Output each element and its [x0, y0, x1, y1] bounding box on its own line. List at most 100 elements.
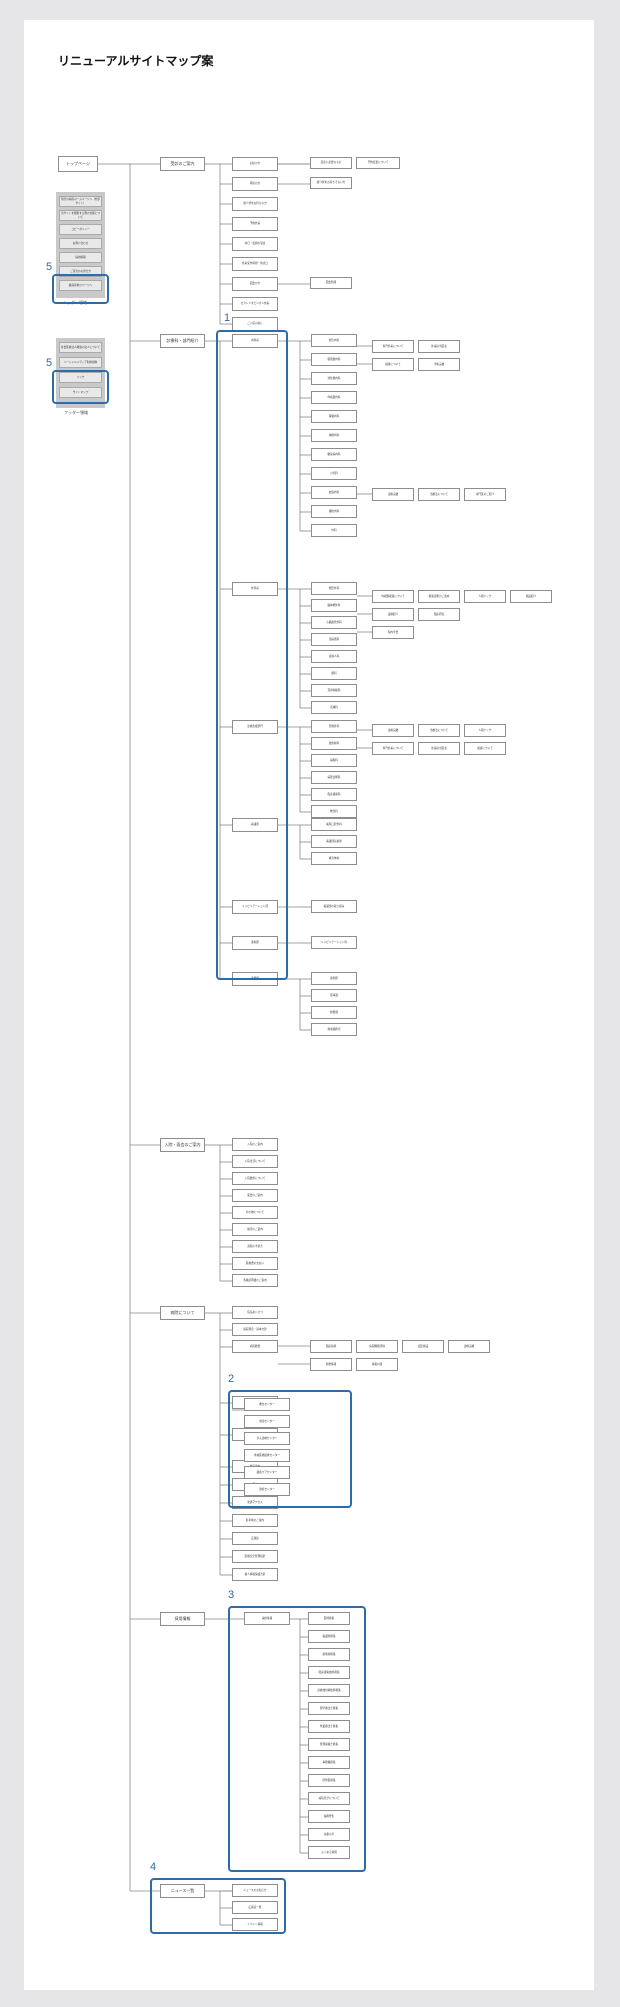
- s2-child-32: 総務課: [311, 1006, 357, 1019]
- s2-child-28: 看護部の取り組み: [311, 900, 357, 913]
- s2-child-27: 教育体制: [311, 852, 357, 865]
- footer-link-3: サイトマップ: [59, 387, 102, 398]
- s5-item-10: 病院見学について: [308, 1792, 350, 1805]
- s2-leaf-5-0: 院内学会: [372, 626, 414, 639]
- s2-child-22: 病理診断科: [311, 771, 357, 784]
- highlight-5-footer: [52, 370, 109, 404]
- s2-child-17: 耳鼻咽喉科: [311, 684, 357, 697]
- s1-item-8: ご入院の前に: [232, 317, 278, 331]
- s2-child-20: 放射線科: [311, 737, 357, 750]
- section-s1: 受診のご案内: [160, 157, 205, 171]
- s3-item-3: 面会のご案内: [232, 1189, 278, 1202]
- s4-leaf-0-3: 診療実績: [448, 1340, 490, 1353]
- s4-item-1: 病院理念・基本方針: [232, 1323, 278, 1336]
- s2-leaf-2-2: 専門医のご紹介: [464, 488, 506, 501]
- s3-item-0: 入院のご案内: [232, 1138, 278, 1151]
- s2-leaf-3-3: 施設紹介: [510, 590, 552, 603]
- s5-item-11: 福利厚生: [308, 1810, 350, 1823]
- s5-item-7: 管理栄養士募集: [308, 1738, 350, 1751]
- highlight-4-number: 4: [150, 1861, 157, 1873]
- s2-child-8: 血液内科: [311, 486, 357, 499]
- s2-group-5: 薬剤部: [232, 936, 278, 950]
- s2-group-1: 外科系: [232, 582, 278, 596]
- highlight-1-number: 1: [224, 312, 231, 324]
- s3-item-7: 医療費の支払い: [232, 1257, 278, 1270]
- s1-leaf-2: 紹介状をお持ちでない方: [310, 177, 352, 189]
- highlight-3: [228, 1606, 366, 1872]
- header-link-2: コピーポリシー: [59, 224, 102, 235]
- s2-leaf-0-1: 外来担当医表: [418, 340, 460, 353]
- s4-item-7: 交通アクセス: [232, 1496, 278, 1509]
- header-link-0: 現行の病院ホームページへ（外部サイト）: [59, 196, 102, 207]
- s2-group-4: リハビリテーション部: [232, 900, 278, 914]
- s2-leaf-4-1: 臨床研究: [418, 608, 460, 621]
- s2-leaf-2-1: 治療法について: [418, 488, 460, 501]
- highlight-5-header-number: 5: [46, 261, 53, 273]
- s3-item-5: 個室のご案内: [232, 1223, 278, 1236]
- s1-leaf-1: 予約変更について: [356, 157, 400, 169]
- footer-link-2: リンク: [59, 372, 102, 383]
- s4-item-11: 個人情報保護方針: [232, 1568, 278, 1581]
- s1-item-6: 面会の方: [232, 277, 278, 291]
- s2-child-29: リハビリテーション科: [311, 936, 357, 949]
- section-s6: ニュース一覧: [160, 1884, 205, 1898]
- s5-item-12: 先輩の声: [308, 1828, 350, 1841]
- footer-link-0: 社会医療法人関連の法人について: [59, 342, 102, 353]
- s2-child-15: 産婦人科: [311, 650, 357, 663]
- highlight-2-number: 2: [228, 1373, 235, 1385]
- s1-item-3: 予約外来: [232, 217, 278, 231]
- s2-leaf-3-2: 人間ドック: [464, 590, 506, 603]
- s2-child-31: 医事課: [311, 989, 357, 1002]
- s5-item-1: 看護師募集: [308, 1630, 350, 1643]
- s2-child-33: 地域連携室: [311, 1023, 357, 1036]
- s5-item-8: 事務職募集: [308, 1756, 350, 1769]
- s2-child-26: 看護部長挨拶: [311, 835, 357, 848]
- sitemap-sheet: [24, 20, 594, 1990]
- s1-item-4: 休日・夜間の受診: [232, 237, 278, 251]
- s6-item-2: イベント情報: [232, 1918, 278, 1931]
- s2-leaf-6-1: 治療法について: [418, 724, 460, 737]
- s2-child-24: 救急科: [311, 805, 357, 818]
- s5-item-6: 作業療法士募集: [308, 1720, 350, 1733]
- s4-item-8: 駐車場のご案内: [232, 1514, 278, 1527]
- s2-child-21: 麻酔科: [311, 754, 357, 767]
- s6-item-0: ニュースのお知らせ: [232, 1884, 278, 1897]
- s1-item-1: 再診の方: [232, 177, 278, 191]
- s5-item-0: 医師募集: [308, 1612, 350, 1625]
- s2-leaf-4-0: 設備紹介: [372, 608, 414, 621]
- s2-leaf-3-0: 内視鏡検査について: [372, 590, 414, 603]
- s5-item-9: 研修医募集: [308, 1774, 350, 1787]
- s2-group-2: 診療支援部門: [232, 720, 278, 734]
- s2-leaf-1-1: 手術実績: [418, 358, 460, 371]
- s3-item-1: 入院生活について: [232, 1155, 278, 1168]
- s4-center-4: 緩和ケアセンター: [244, 1466, 290, 1479]
- s2-child-1: 循環器内科: [311, 353, 357, 366]
- s2-leaf-7-1: 外来担当医表: [418, 742, 460, 755]
- s2-leaf-6-2: 人間ドック: [464, 724, 506, 737]
- s2-leaf-1-0: 検査について: [372, 358, 414, 371]
- highlight-5-header: [52, 274, 109, 304]
- s5-head-item: 採用情報: [244, 1612, 290, 1625]
- s4-center-2: がん診療センター: [244, 1432, 290, 1445]
- section-s3: 入院・面会のご案内: [160, 1138, 205, 1152]
- s2-child-12: 脳神経外科: [311, 599, 357, 612]
- s1-leaf-3: 面会時間: [310, 277, 352, 289]
- s2-child-4: 腎臓内科: [311, 410, 357, 423]
- s4-item-0: 院長あいさつ: [232, 1306, 278, 1319]
- s5-item-5: 理学療法士募集: [308, 1702, 350, 1715]
- header-link-5: ご意見のお寄せ方: [59, 266, 102, 277]
- highlight-1: [216, 330, 288, 980]
- s1-item-7: セカンドオピニオン外来: [232, 297, 278, 311]
- s1-item-5: 外来受付時間・休診日: [232, 257, 278, 271]
- s1-item-2: 紹介状をお持ちの方: [232, 197, 278, 211]
- s4-center-1: 健診センター: [244, 1415, 290, 1428]
- s2-group-3: 看護部: [232, 818, 278, 832]
- s2-child-2: 消化器内科: [311, 372, 357, 385]
- s4-item-10: 医療安全管理指針: [232, 1550, 278, 1563]
- s2-child-13: 心臓血管外科: [311, 616, 357, 629]
- highlight-5-footer-number: 5: [46, 357, 53, 369]
- s2-group-0: 内科系: [232, 334, 278, 348]
- s2-child-6: 糖尿病内科: [311, 448, 357, 461]
- footer-link-1: ソーシャルメディア利用規約: [59, 357, 102, 368]
